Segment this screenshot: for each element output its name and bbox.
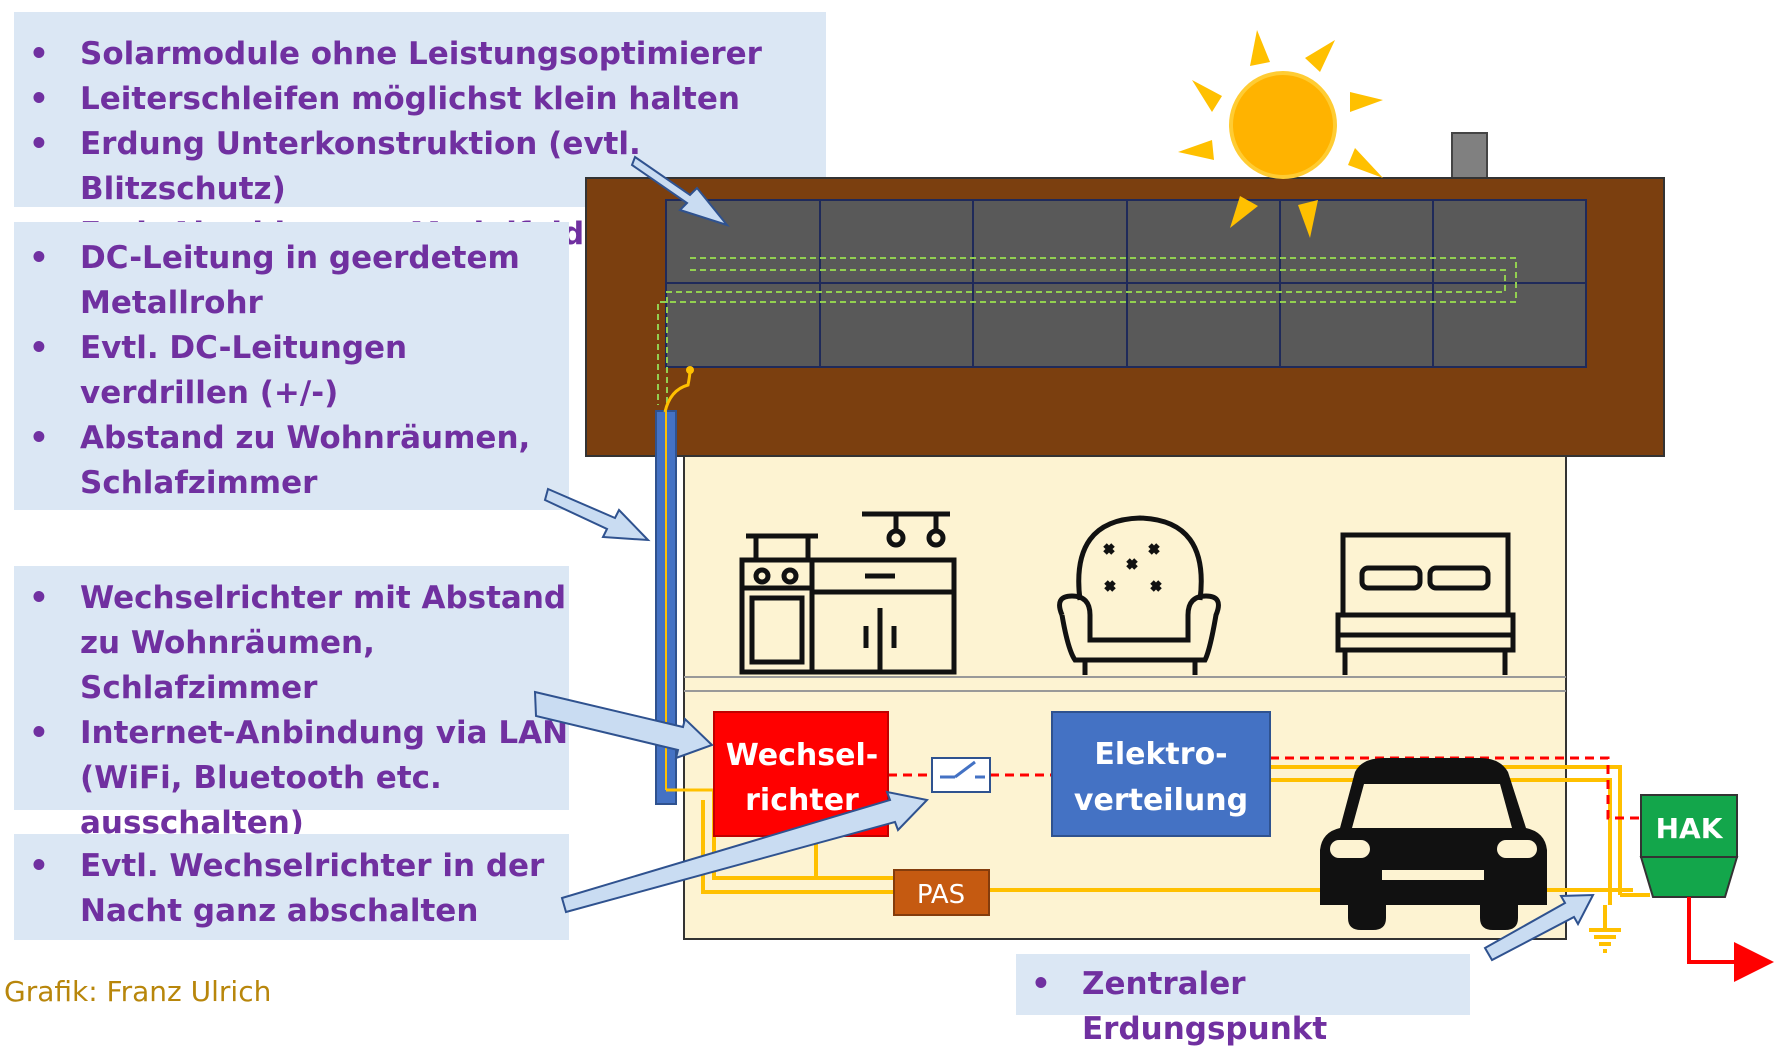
arrow-ground xyxy=(1483,893,1595,962)
pas-box xyxy=(893,869,990,916)
callout-item: DC-Leitung in geerdetem Metallrohr xyxy=(14,236,569,326)
chimney xyxy=(1451,132,1488,182)
distribution-box xyxy=(1051,711,1271,837)
distribution-label-1: Elektro- xyxy=(1094,737,1227,772)
inverter-label-1: Wechsel- xyxy=(726,738,878,773)
callout-item: Evtl. DC-Leitungen verdrillen (+/-) xyxy=(14,326,569,416)
kitchen-icon xyxy=(739,511,957,675)
arrow-inverter xyxy=(533,690,714,760)
inverter-label-2: richter xyxy=(745,783,859,818)
grid-arrow xyxy=(1687,897,1774,982)
callout-item: Wechselrichter mit Abstand zu Wohnräumen… xyxy=(14,576,569,711)
arrow-dc xyxy=(543,487,651,542)
hak-label: HAK xyxy=(1656,812,1724,845)
callout-inverter: Wechselrichter mit Abstand zu Wohnräumen… xyxy=(14,566,569,841)
callout-dc: DC-Leitung in geerdetem Metallrohr Evtl.… xyxy=(14,222,569,510)
bed-icon xyxy=(1335,532,1516,675)
house-diagram: Wechsel- richter Elektro- verteilung PAS… xyxy=(533,30,1774,982)
callout-item: Evtl. Wechselrichter in der Nacht ganz a… xyxy=(14,844,569,934)
armchair-icon xyxy=(1057,515,1221,675)
distribution-label-2: verteilung xyxy=(1074,783,1248,818)
callout-item: Abstand zu Wohnräumen, Schlafzimmer xyxy=(14,416,569,506)
arrow-modules xyxy=(630,155,730,227)
switch-icon xyxy=(931,757,991,793)
callout-item: Internet-Anbindung via LAN (WiFi, Blueto… xyxy=(14,711,569,846)
solar-panel-field xyxy=(657,199,1587,405)
car-icon xyxy=(1320,758,1547,930)
hak-box xyxy=(1639,794,1739,898)
pas-label: PAS xyxy=(917,880,965,910)
credit-text: Grafik: Franz Ulrich xyxy=(4,975,272,1008)
sun-icon xyxy=(1178,30,1383,238)
arrow-night xyxy=(560,790,929,914)
callout-item: Leiterschleifen möglichst klein halten xyxy=(14,77,826,122)
callout-item: Erdung Unterkonstruktion (evtl. Blitzsch… xyxy=(14,122,826,212)
ground-icon xyxy=(1589,905,1621,953)
callout-night: Evtl. Wechselrichter in der Nacht ganz a… xyxy=(14,834,569,940)
callout-item: Solarmodule ohne Leistungsoptimierer xyxy=(14,32,826,77)
